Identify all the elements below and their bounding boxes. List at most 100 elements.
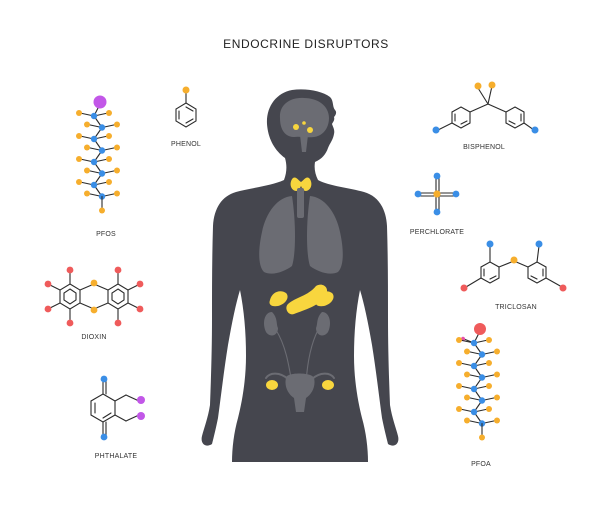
pfos-fluorine-atom	[114, 190, 120, 197]
pfoa-carbon-atom	[478, 397, 486, 404]
dioxin-molecule	[44, 266, 144, 327]
right-kidney	[316, 312, 330, 336]
right-fallopian-tube	[311, 372, 335, 380]
pfoa-fluorine-atom	[464, 394, 470, 401]
phenol-molecule	[175, 86, 197, 128]
pfos-fluorine-atom	[76, 133, 82, 139]
brain-stem	[300, 135, 308, 152]
dioxin-chlorine-atom	[66, 266, 74, 274]
dioxin-chlorine-atom	[114, 319, 122, 327]
pfoa-carbon-atom	[478, 374, 486, 381]
pfoa-head-atom	[474, 323, 486, 335]
pfos-tail-atom	[99, 207, 105, 214]
thyroid-gland	[290, 177, 312, 191]
bisphenol-methyl-atom	[488, 81, 496, 89]
pfos-fluorine-atom	[84, 167, 90, 174]
pfoa-fluorine-atom	[494, 417, 500, 424]
pfos-fluorine-atom	[114, 121, 120, 128]
dioxin-oxygen-atom	[90, 279, 98, 287]
pfos-fluorine-atom	[76, 156, 82, 162]
pfoa-fluorine-atom	[464, 417, 470, 424]
pfos-carbon-atom	[90, 112, 98, 120]
triclosan-molecule	[460, 240, 567, 292]
pfoa-carbon-atom	[478, 351, 486, 358]
pfoa-fluorine-atom	[494, 348, 500, 355]
pfoa-fluorine-atom	[464, 348, 470, 355]
pfos-fluorine-atom	[106, 179, 112, 185]
pfoa-fluorine-atom	[456, 406, 462, 412]
trachea	[297, 188, 304, 218]
page-title: ENDOCRINE DISRUPTORS	[223, 37, 389, 51]
pfoa-carbon-atom	[470, 339, 478, 347]
pfos-carbon-atom	[90, 181, 98, 189]
pfoa-label: PFOA	[471, 461, 491, 468]
pfoa-carbon-atom	[470, 362, 478, 370]
perchlorate-label: PERCHLORATE	[410, 229, 464, 236]
pfoa-fluorine-atom	[486, 337, 492, 343]
triclosan-chlorine-atom	[535, 240, 543, 248]
bisphenol-methyl-atom	[474, 82, 482, 90]
pfos-carbon-atom	[98, 147, 106, 154]
pfos-head-atom	[93, 95, 107, 109]
hypothalamus	[302, 121, 306, 125]
phthalate-label: PHTHALATE	[95, 453, 138, 460]
phthalate-oxygen-atom	[100, 433, 108, 441]
pfoa-fluorine-atom	[456, 337, 462, 343]
pfos-fluorine-atom	[114, 144, 120, 151]
pfos-carbon-atom	[90, 135, 98, 143]
pfoa-carbon-atom	[470, 408, 478, 416]
left-lung	[259, 196, 295, 274]
pfos-fluorine-atom	[106, 133, 112, 139]
dioxin-chlorine-atom	[44, 280, 52, 288]
oxygen-atom	[414, 190, 422, 198]
human-silhouette	[201, 89, 399, 462]
body-silhouette	[201, 89, 399, 462]
bisphenol-molecule	[432, 81, 539, 134]
pfoa-tail-atom	[479, 434, 485, 441]
right-ovary	[322, 380, 334, 390]
pituitary-gland	[293, 124, 299, 130]
pfos-fluorine-atom	[106, 110, 112, 116]
triclosan-chlorine-atom	[460, 284, 468, 292]
phthalate-ester-group	[137, 396, 145, 404]
pfoa-fluorine-atom	[486, 406, 492, 412]
dioxin-chlorine-atom	[66, 319, 74, 327]
oxygen-atom	[433, 172, 441, 180]
oxygen-atom	[452, 190, 460, 198]
bisphenol-label: BISPHENOL	[463, 144, 505, 151]
bisphenol-hydroxyl-atom	[531, 126, 539, 134]
dioxin-chlorine-atom	[114, 266, 122, 274]
phthalate-molecule	[90, 375, 145, 441]
phenol-label: PHENOL	[171, 141, 201, 148]
pfoa-fluorine-atom	[464, 371, 470, 378]
triclosan-chlorine-atom	[559, 284, 567, 292]
brain	[279, 97, 329, 138]
dioxin-label: DIOXIN	[81, 334, 106, 341]
pancreas	[286, 284, 328, 315]
pfoa-fluorine-atom	[494, 394, 500, 401]
right-lung	[307, 196, 343, 274]
dioxin-chlorine-atom	[136, 280, 144, 288]
dioxin-chlorine-atom	[44, 305, 52, 313]
bisphenol-hydroxyl-atom	[432, 126, 440, 134]
pfos-fluorine-atom	[84, 144, 90, 151]
triclosan-label: TRICLOSAN	[495, 304, 537, 311]
pfoa-molecule	[456, 323, 500, 441]
pfos-carbon-atom	[90, 158, 98, 166]
left-ovary	[266, 380, 278, 390]
left-adrenal-gland	[269, 291, 288, 307]
pfoa-fluorine-atom	[486, 360, 492, 366]
left-fallopian-tube	[265, 372, 289, 380]
pfoa-fluorine-atom	[494, 371, 500, 378]
pfos-fluorine-atom	[84, 190, 90, 197]
dioxin-oxygen-atom	[90, 306, 98, 314]
pfoa-fluorine-atom	[456, 360, 462, 366]
pfos-label: PFOS	[96, 231, 116, 238]
chlorine-atom	[433, 190, 441, 198]
pfoa-fluorine-atom	[486, 383, 492, 389]
pfos-carbon-atom	[98, 124, 106, 131]
pfoa-carbon-atom	[470, 385, 478, 393]
pfos-carbon-atom	[98, 170, 106, 177]
pfos-fluorine-atom	[76, 179, 82, 185]
